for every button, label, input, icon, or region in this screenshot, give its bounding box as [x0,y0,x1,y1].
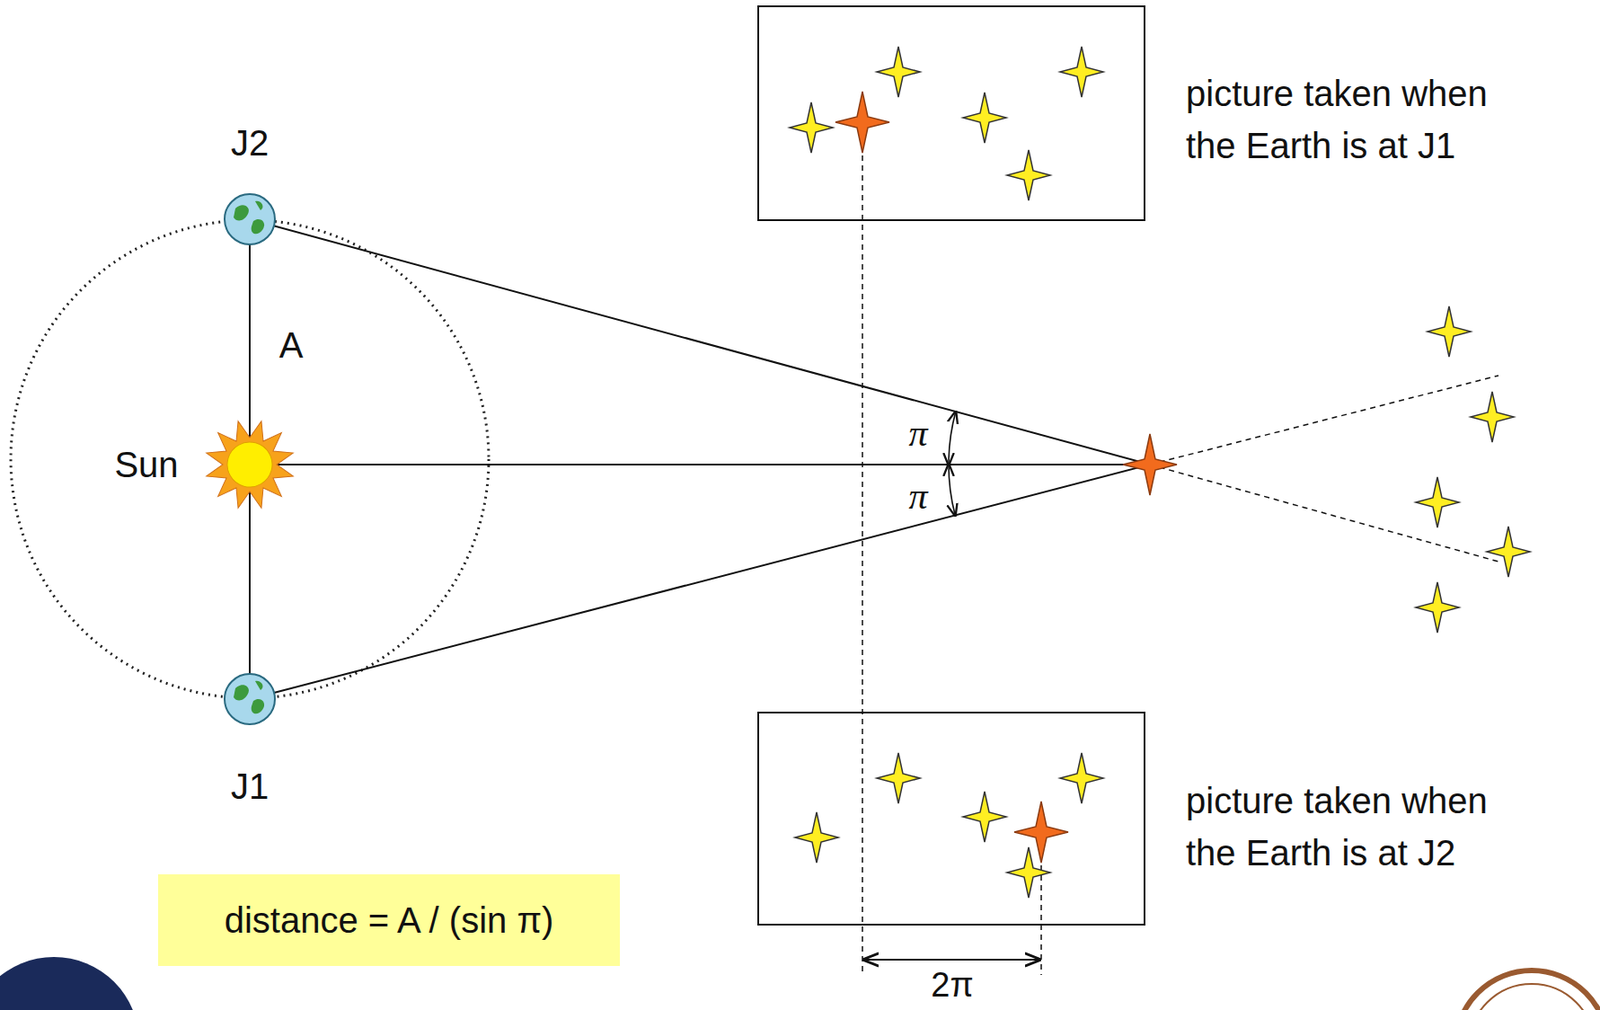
photo-frame: picture taken when the Earth is at J2 [757,711,1146,926]
background-star [1060,752,1104,804]
university-seal [1455,970,1600,1010]
earth-symbol [224,194,275,245]
projection-line [1149,375,1499,465]
earth-orbit [10,220,489,699]
background-star [876,46,920,98]
angle-label: π [908,411,928,455]
position-label: J2 [230,122,269,164]
frame-caption: picture taken when the Earth is at J1 [1185,67,1546,172]
background-star [1486,526,1530,577]
projection-line [1149,464,1499,562]
background-star [795,812,839,863]
sight-line [249,463,1150,466]
background-star [1060,46,1104,98]
target-star [1014,801,1069,863]
dimension-label: 2π [930,965,973,1006]
background-star [876,752,920,804]
distance-label: A [279,324,304,366]
agency-logo [0,956,140,1010]
formula-text: distance = A / (sin π) [224,900,555,941]
background-star [1415,477,1459,528]
angle-label: π [908,474,928,518]
formula-box: distance = A / (sin π) [158,874,620,966]
sun-symbol [194,409,305,520]
university-seal [1468,983,1595,1010]
angle-arc [948,464,955,516]
background-star [963,791,1007,842]
background-star [1427,306,1471,357]
background-star [1007,847,1051,898]
background-star [789,102,833,153]
frame-caption: picture taken when the Earth is at J2 [1185,774,1546,879]
sight-line [249,464,1150,699]
background-star [1470,391,1514,442]
background-star [1415,582,1459,633]
photo-frame: picture taken when the Earth is at J1 [757,5,1146,221]
guide-line [861,125,864,975]
angle-arc [948,411,956,465]
sight-line [249,219,1150,465]
target-star [835,91,890,153]
sun-label: Sun [114,443,178,486]
position-label: J1 [230,765,269,807]
background-star [1007,150,1051,201]
dimension-line [864,958,1040,961]
earth-symbol [224,673,275,725]
target-star [1122,433,1177,496]
background-star [963,92,1007,143]
